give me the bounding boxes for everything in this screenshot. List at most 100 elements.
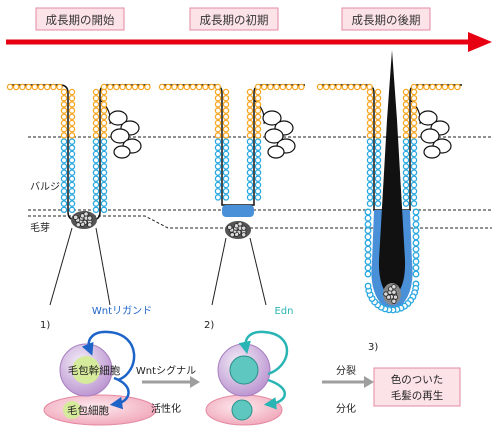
cell-bead: [412, 220, 420, 228]
cell-bead: [60, 138, 68, 145]
cell-bead: [364, 220, 372, 228]
cell-bead: [100, 169, 108, 176]
cell-bead: [246, 181, 254, 189]
cell-bead: [402, 132, 410, 139]
cell-bead: [364, 245, 372, 253]
cell-bead: [171, 83, 178, 91]
cell-bead: [183, 83, 191, 91]
cell-bead: [374, 156, 382, 164]
cell-bead: [214, 107, 222, 114]
cell-bead: [164, 83, 172, 91]
cell-bead: [402, 175, 410, 183]
cell-bead: [214, 88, 222, 96]
cell-bead: [68, 138, 76, 145]
cell-bead: [214, 144, 222, 152]
cell-bead: [402, 119, 410, 127]
germ-cell: [87, 222, 93, 228]
cell-bead: [60, 194, 68, 201]
result-line-2: 毛髪の再生: [391, 389, 444, 402]
cell-bead: [410, 101, 418, 108]
cell-bead: [92, 107, 100, 114]
cell-bead: [100, 206, 108, 214]
cell-bead: [92, 163, 100, 170]
cell-bead: [374, 138, 382, 145]
cell-bead: [246, 101, 254, 108]
cell-bead: [246, 94, 254, 102]
cell-bead: [222, 119, 230, 127]
cell-bead: [68, 144, 76, 152]
cell-bead: [68, 169, 76, 176]
stage-label-early: 成長期の初期: [189, 7, 279, 31]
cell-bead: [402, 150, 410, 158]
division-arrow: 分裂 分化: [322, 364, 374, 415]
cell-bead: [214, 163, 222, 170]
cell-bead: [68, 88, 76, 96]
cell-bead: [68, 175, 76, 183]
cell-bead: [214, 150, 222, 158]
division-label: 分裂: [336, 364, 356, 377]
cell-bead: [410, 200, 418, 207]
cell-bead: [402, 88, 410, 96]
stage-label-late: 成長期の後期: [341, 7, 431, 31]
cell-bead: [410, 144, 418, 152]
result-line-1: 色のついた: [391, 373, 444, 386]
cell-bead: [60, 200, 68, 207]
cell-bead: [366, 107, 374, 114]
cell-bead: [222, 194, 230, 201]
cell-bead: [246, 156, 254, 164]
cell-bead: [60, 181, 68, 189]
cell-bead: [364, 282, 372, 290]
cell-bead: [412, 270, 420, 278]
cell-bead: [222, 150, 230, 158]
cell-bead: [416, 83, 424, 91]
cell-bead: [68, 200, 76, 207]
cell-bead: [92, 150, 100, 158]
cell-bead: [60, 175, 68, 183]
cell-bead: [92, 94, 100, 102]
cell-bead: [222, 94, 230, 102]
cell-bead: [374, 144, 382, 152]
cell-bead: [366, 144, 374, 152]
germ-cell: [87, 215, 93, 221]
cell-bead: [246, 150, 254, 158]
cell-bead: [435, 83, 443, 91]
cell-bead: [60, 206, 68, 214]
cell-bead: [364, 227, 372, 235]
cell-bead: [410, 181, 418, 189]
cell-bead: [410, 94, 418, 102]
cell-bead: [92, 206, 100, 214]
cell-bead: [254, 125, 262, 133]
cell-bead: [423, 83, 430, 91]
germ-cell: [391, 284, 397, 290]
cell-bead: [254, 169, 262, 176]
panel-number-2: 2): [204, 320, 214, 331]
cell-bead: [60, 132, 68, 139]
cell-bead: [260, 83, 268, 91]
sebaceous-gland-icon: [409, 99, 452, 159]
cell-bead: [454, 83, 461, 91]
cell-bead: [347, 83, 355, 91]
cell-bead: [410, 169, 418, 176]
cell-bead: [92, 156, 100, 164]
cell-bead: [125, 83, 133, 91]
cell-bead: [366, 163, 374, 170]
bulge-label: バルジ: [30, 181, 60, 193]
cell-bead: [341, 83, 349, 91]
cell-bead: [92, 187, 100, 195]
cell-bead: [366, 187, 374, 195]
cell-bead: [214, 156, 222, 164]
cell-bead: [60, 125, 68, 133]
germ-cell: [391, 298, 397, 304]
cell-bead: [202, 83, 209, 91]
cell-bead: [254, 181, 262, 189]
cell-bead: [222, 169, 230, 176]
cell-bead: [222, 156, 230, 164]
cell-bead: [254, 119, 262, 127]
cell-bead: [366, 200, 374, 207]
cell-bead: [246, 125, 254, 133]
cell-bead: [100, 150, 108, 158]
cell-bead: [364, 208, 372, 216]
cell-bead: [246, 88, 254, 96]
cell-bead: [137, 83, 145, 91]
